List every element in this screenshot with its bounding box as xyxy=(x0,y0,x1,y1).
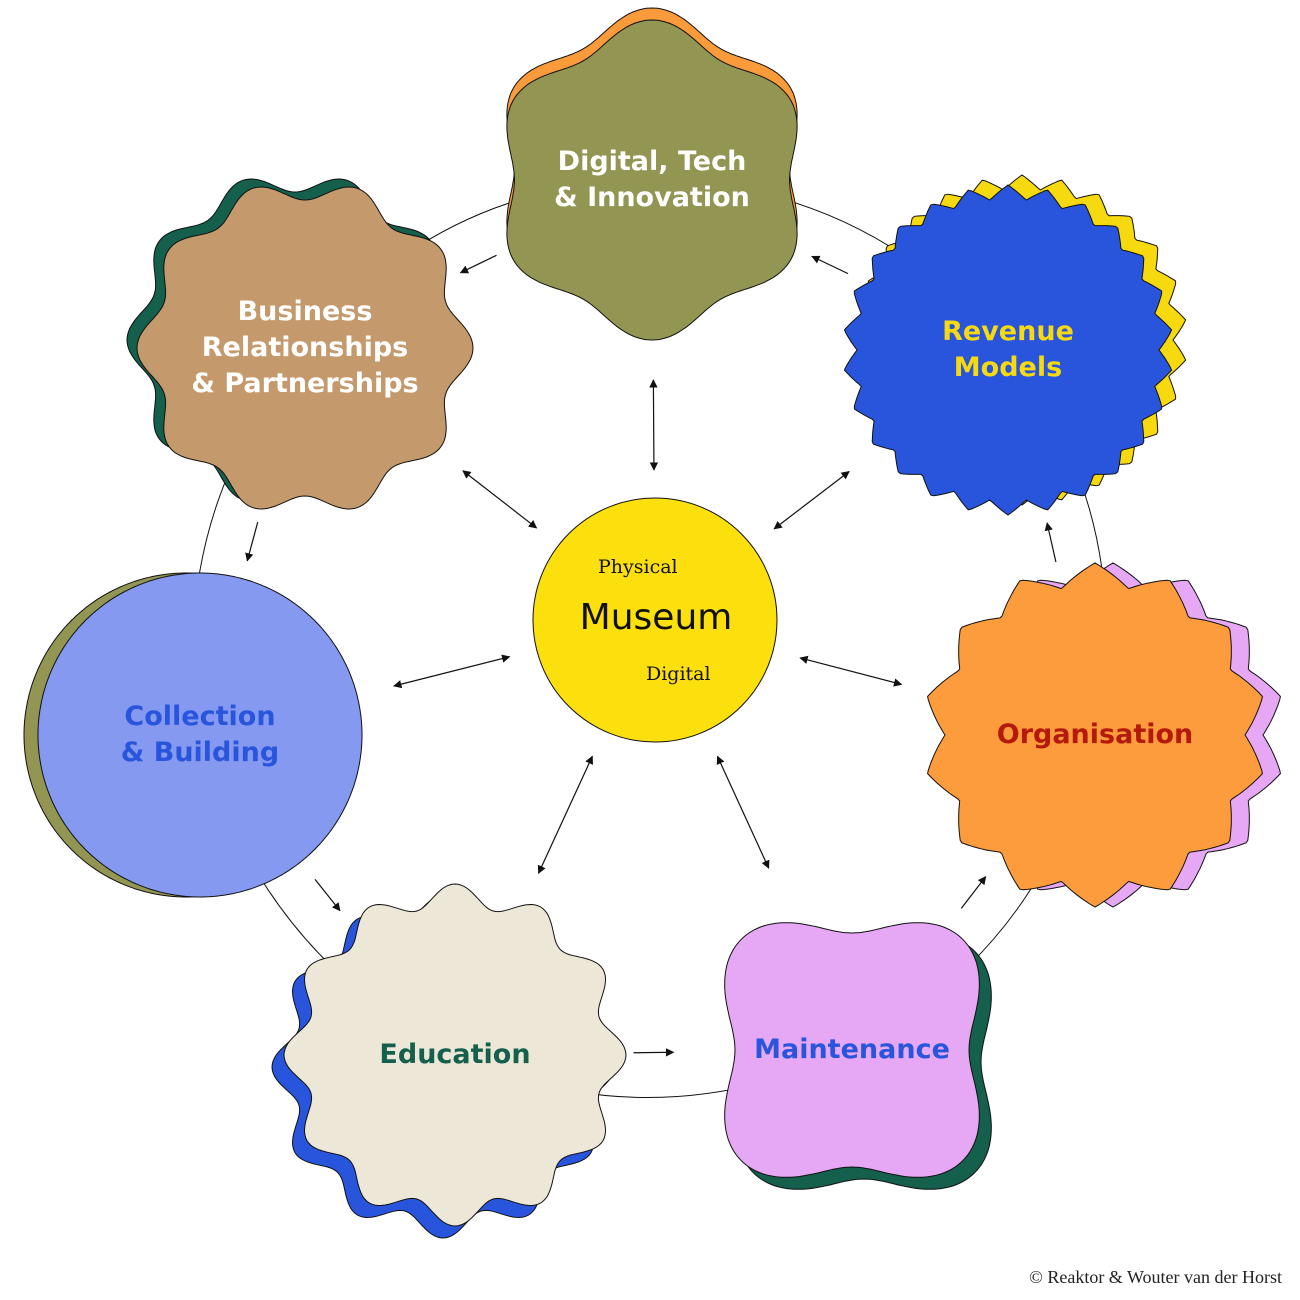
label-line: Revenue xyxy=(942,316,1074,347)
node-label-collection: Collection & Building xyxy=(121,699,279,771)
label-line: Models xyxy=(953,352,1063,383)
arrow-flow xyxy=(960,875,987,909)
arrow-center-education xyxy=(537,755,593,875)
label-line: Maintenance xyxy=(754,1034,950,1065)
node-label-maintenance: Maintenance xyxy=(754,1032,950,1068)
arrow-center-revenue xyxy=(773,470,850,530)
digital-shape xyxy=(506,19,798,341)
maintenance-shape xyxy=(724,922,980,1178)
arrow-center-business xyxy=(462,470,538,529)
center-digital-label: Digital xyxy=(646,663,711,685)
node-maintenance[interactable] xyxy=(724,922,992,1190)
node-organisation[interactable] xyxy=(927,562,1281,908)
label-line: & Partnerships xyxy=(191,368,419,399)
node-revenue[interactable] xyxy=(843,174,1187,516)
collection-shape xyxy=(37,572,363,898)
arrow-center-maintenance xyxy=(716,755,770,869)
arrow-flow xyxy=(245,522,259,562)
arrow-center-organisation xyxy=(799,655,903,687)
center-physical-label: Physical xyxy=(598,556,678,578)
arrow-flow xyxy=(1044,522,1057,563)
node-label-education: Education xyxy=(379,1037,530,1073)
label-line: Business xyxy=(237,296,373,327)
node-collection[interactable] xyxy=(23,572,363,898)
education-shape xyxy=(283,883,627,1227)
node-business[interactable] xyxy=(126,178,474,510)
arrow-center-collection xyxy=(393,654,511,689)
business-shape xyxy=(136,186,474,510)
center-title: Museum xyxy=(579,597,733,638)
label-line: & Building xyxy=(120,737,280,768)
label-line: Digital, Tech xyxy=(557,146,747,177)
organisation-shape xyxy=(927,562,1263,908)
arrow-center-digital xyxy=(649,379,659,471)
revenue-shape xyxy=(843,184,1173,516)
label-line: Collection xyxy=(124,701,276,732)
arrow-flow xyxy=(459,254,497,274)
node-label-organisation: Organisation xyxy=(997,717,1194,753)
node-digital[interactable] xyxy=(506,7,798,341)
label-line: & Innovation xyxy=(554,182,750,213)
museum-circle[interactable] xyxy=(532,497,778,743)
node-label-digital: Digital, Tech & Innovation xyxy=(554,144,750,216)
node-education[interactable] xyxy=(271,883,627,1239)
label-line: Education xyxy=(379,1039,531,1070)
arrow-flow xyxy=(314,878,341,912)
arrow-flow xyxy=(811,255,849,275)
connection-ring xyxy=(192,179,1107,1099)
label-line: Relationships xyxy=(201,332,409,363)
label-line: Organisation xyxy=(996,719,1194,750)
credit: © Reaktor & Wouter van der Horst xyxy=(1029,1267,1282,1287)
arrow-flow xyxy=(633,1048,675,1057)
